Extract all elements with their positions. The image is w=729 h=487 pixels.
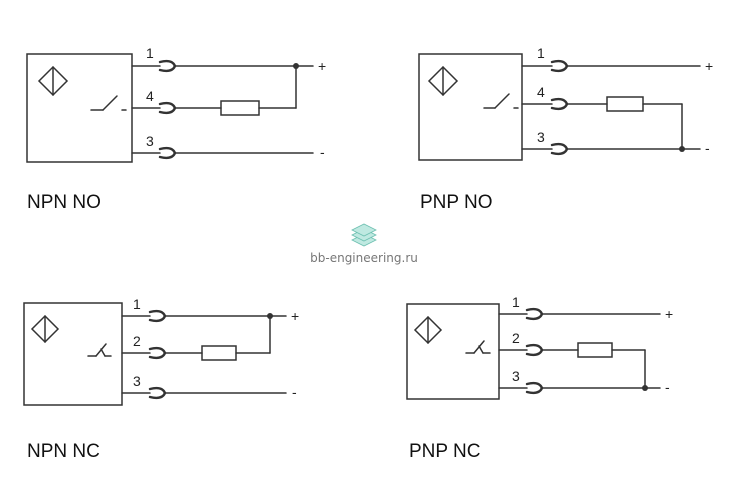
sensor-symbol-icon <box>427 65 459 97</box>
minus-label: - <box>705 140 710 156</box>
sensor-symbol-icon <box>413 315 443 345</box>
pin-label: 3 <box>146 133 154 149</box>
diagram-caption: NPN NO <box>27 192 101 213</box>
sensor-symbol-icon <box>37 65 69 97</box>
nc-switch-icon <box>87 343 112 357</box>
pin-label: 3 <box>133 373 141 389</box>
pin-label: 4 <box>537 84 545 100</box>
connector-pins <box>158 59 177 160</box>
diagram-caption: NPN NC <box>27 441 100 462</box>
pin-label: 2 <box>133 333 141 349</box>
load-resistor <box>577 342 613 358</box>
pin-label: 4 <box>146 88 154 104</box>
diagram-npn-nc <box>23 302 287 406</box>
connector-pins <box>525 307 544 395</box>
stacked-layers-icon <box>351 223 377 247</box>
no-switch-icon <box>483 93 519 109</box>
diagram-caption: PNP NC <box>409 441 480 462</box>
plus-label: + <box>665 306 673 322</box>
load-resistor <box>606 96 644 112</box>
connector-pins <box>148 309 167 400</box>
pin-label: 3 <box>537 129 545 145</box>
sensor-body <box>418 53 523 161</box>
junction-dot <box>267 313 273 319</box>
diagram-pnp-no <box>418 53 701 161</box>
minus-label: - <box>320 144 325 160</box>
sensor-symbol-icon <box>30 314 60 344</box>
plus-label: + <box>705 58 713 74</box>
plus-label: + <box>291 308 299 324</box>
pin-label: 1 <box>537 45 545 61</box>
load-resistor <box>220 100 260 116</box>
diagram-npn-no <box>26 53 314 163</box>
pin-label: 1 <box>512 294 520 310</box>
no-switch-icon <box>90 95 127 111</box>
diagram-caption: PNP NO <box>420 192 493 213</box>
pin-label: 2 <box>512 330 520 346</box>
plus-label: + <box>318 58 326 74</box>
sensor-body <box>26 53 133 163</box>
load-resistor <box>201 345 237 361</box>
minus-label: - <box>292 384 297 400</box>
diagram-pnp-nc <box>406 303 661 400</box>
pin-label: 1 <box>146 45 154 61</box>
pin-label: 3 <box>512 368 520 384</box>
sensor-body <box>406 303 500 400</box>
junction-dot <box>293 63 299 69</box>
watermark: bb-engineering.ru <box>310 223 418 265</box>
pin-label: 1 <box>133 296 141 312</box>
watermark-text: bb-engineering.ru <box>310 251 418 265</box>
nc-switch-icon <box>465 340 491 354</box>
minus-label: - <box>665 379 670 395</box>
connector-pins <box>550 59 569 156</box>
sensor-body <box>23 302 123 406</box>
